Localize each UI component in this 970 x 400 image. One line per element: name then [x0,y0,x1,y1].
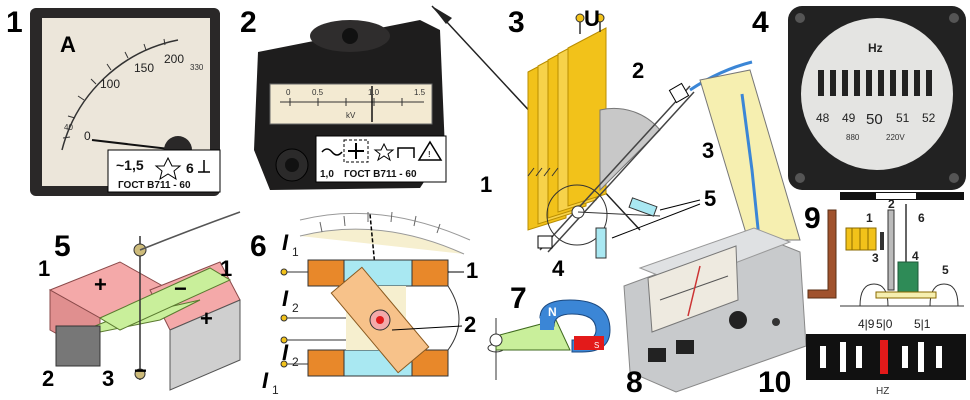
p6-i1-out-sub: 1 [272,383,279,397]
ac-icon [321,148,343,156]
panel-4-number: 4 [752,6,769,39]
p9-label-6: 6 [918,211,925,225]
panel-5-electrostatic: + + − − 1 1 2 3 5 [38,211,241,391]
p3-label-3: 3 [702,138,714,163]
p1-symbol-extra: 6 [186,160,194,176]
svg-text:!: ! [428,150,431,159]
p1-unit: A [60,32,76,57]
p6-i2-in: I [282,286,289,311]
p6-label-2: 2 [464,312,476,337]
p6-i2-out-sub: 2 [292,355,299,369]
panel-2-number: 2 [240,6,257,39]
panel-9-number: 9 [804,202,821,235]
insulation-icon [343,139,369,163]
panel-10-reed-scale: 4|9 5|0 5|1 HZ 10 [758,317,966,399]
p10-scale-51: 5|1 [914,317,931,331]
p6-label-1: 1 [466,258,478,283]
p2-scale-3: 1.5 [414,88,426,97]
p6-i2-in-sub: 2 [292,301,299,315]
panel-1-number: 1 [6,6,23,39]
p3-label-5: 5 [704,186,716,211]
p1-scale-330: 330 [190,63,204,72]
p5-minus-a: − [174,276,187,301]
p4-reed-50: 50 [866,111,883,128]
panel-6-number: 6 [250,230,267,263]
p6-i1-in: I [282,230,289,255]
p6-i2-out: I [282,340,289,365]
p10-unit: HZ [876,386,889,397]
horizontal-position-icon [397,147,415,158]
p1-scale-200: 200 [164,52,184,66]
panel-8-number: 8 [626,366,643,399]
warning-icon [417,140,443,161]
p2-scale-1: 0.5 [312,88,324,97]
p1-scale-150: 150 [134,61,154,75]
p4-reed-52: 52 [922,111,936,125]
panel-3-mechanism: U 1 2 3 4 5 3 [431,5,801,281]
p4-reed-49: 49 [842,111,856,125]
panel-7-magnet: N S 7 [487,282,611,380]
p1-scale-100: 100 [100,77,120,91]
p6-i1-in-sub: 1 [292,245,299,259]
p2-unit: kV [346,111,356,120]
p9-label-1: 1 [866,211,873,225]
panel-1-ammeter: A 0 40 100 150 200 330 ~1,5 6 ГОСТ В711 … [6,6,221,196]
panel-8-instrument: 8 [623,227,807,399]
panel-3-number: 3 [508,6,525,39]
p2-gost: ГОСТ В711 - 60 [344,169,417,180]
p3-label-1: 1 [480,172,492,197]
p4-voltage: 220V [886,133,905,142]
panel-10-number: 10 [758,366,791,399]
p3-label-2: 2 [632,58,644,83]
p1-scale-0: 0 [84,129,91,143]
p10-scale-49: 4|9 [858,317,875,331]
p3-voltage: U [584,6,600,31]
p5-label-2: 2 [42,366,54,391]
p4-unit: Hz [868,41,883,55]
p7-pole-n: N [548,305,557,319]
p4-reed-48: 48 [816,111,830,125]
p9-label-3: 3 [872,251,879,265]
p5-plus-b: + [200,306,213,331]
p2-scale-0: 0 [286,88,291,97]
p6-i1-out: I [262,368,269,393]
panel-7-number: 7 [510,282,527,315]
panel-6-electrodynamic: I 1 I 2 I 2 I 1 1 2 6 [250,211,478,397]
p3-label-4: 4 [552,256,565,281]
p1-scale-40: 40 [64,123,73,132]
p7-pole-s: S [594,341,599,350]
p9-label-4: 4 [912,249,919,263]
panel-5-number: 5 [54,230,71,263]
panel-4-frequency-meter: Hz 48 49 50 51 52 880 220V 4 [752,6,966,190]
star-icon [373,142,395,162]
p5-label-3: 3 [102,366,114,391]
p2-scale-2: 1.0 [368,88,380,97]
p4-reed-51: 51 [896,111,910,125]
p1-gost: ГОСТ В711 - 60 [118,180,191,191]
panel-2-voltmeter: 0 0.5 1.0 1.5 kV ! 1,0 ГОСТ В711 - 60 2 [240,6,447,190]
p9-label-2: 2 [888,197,895,211]
p5-label-1a: 1 [38,256,50,281]
panel-9-reed-schematic: 1 2 3 4 5 6 9 [804,192,964,307]
p1-class-symbol: ~1,5 [116,157,144,173]
star-icon [154,156,182,181]
ground-icon [198,160,210,173]
p5-label-1b: 1 [220,256,232,281]
p10-scale-50: 5|0 [876,317,893,331]
p9-label-5: 5 [942,263,949,277]
p5-plus-a: + [94,272,107,297]
p4-rating: 880 [846,133,860,142]
p5-minus-b: − [134,358,147,383]
p2-class: 1,0 [320,169,334,180]
